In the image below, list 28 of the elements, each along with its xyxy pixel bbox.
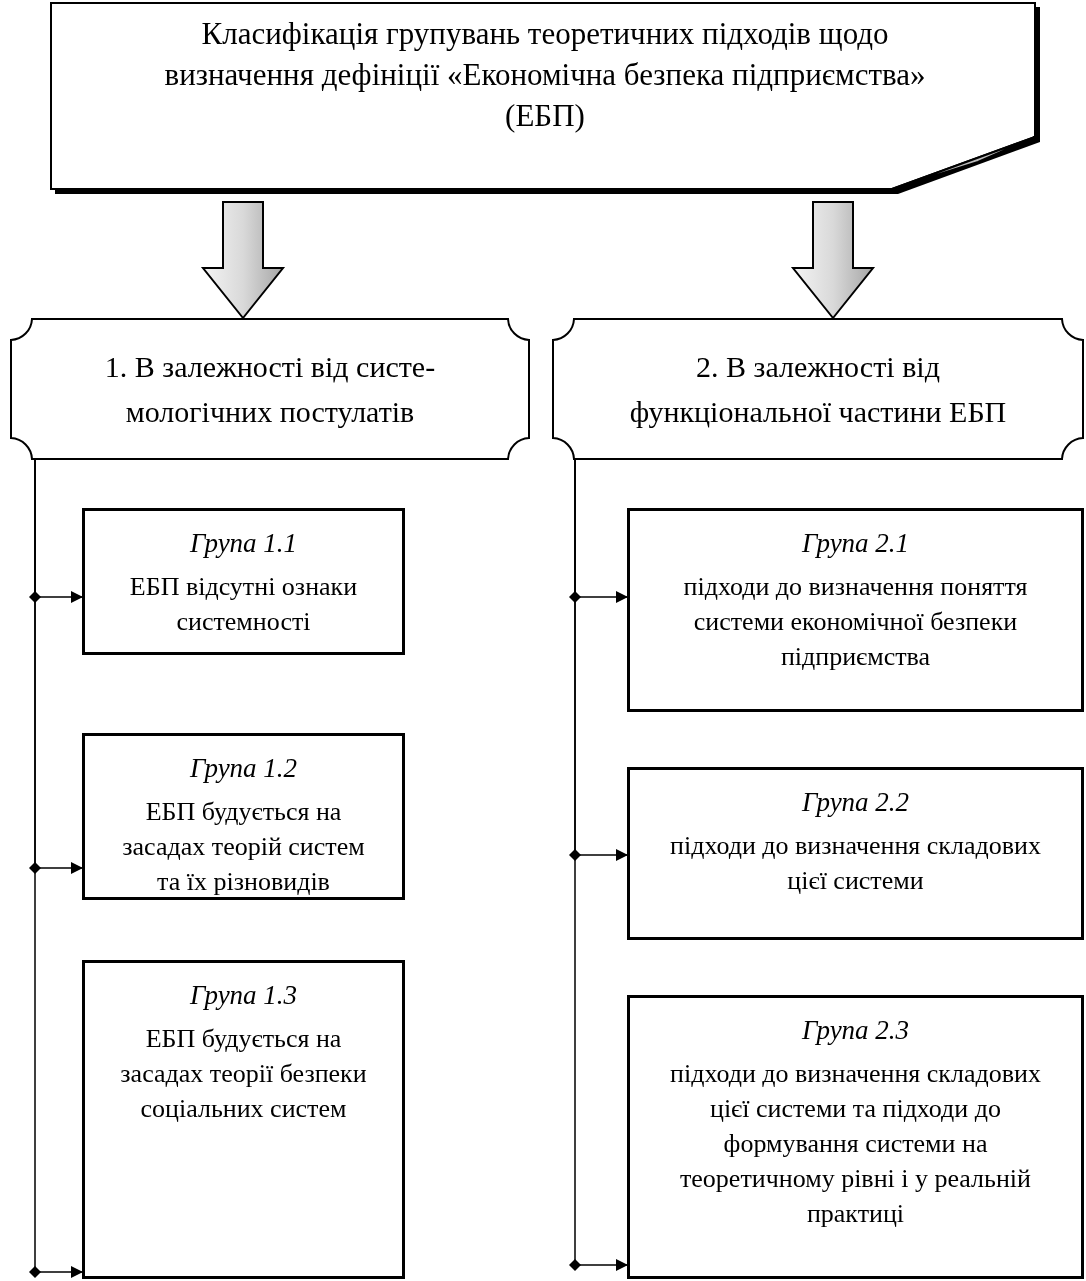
group-heading: Група 1.1: [189, 527, 298, 560]
title-box: [50, 2, 1040, 194]
category-title: 2. В залежності від функціональної частини ЕБП: [628, 349, 1008, 430]
group-heading: Група 1.2: [189, 752, 298, 785]
block-arrow: [790, 201, 876, 320]
group-description: підходи до визначення складових цієї системи та підходи до формування системи на теоретичному рівні і у реальній практиці: [669, 1057, 1042, 1231]
category-banner: [10, 318, 530, 460]
connector-arrow: [34, 459, 83, 1278]
block-arrow: [200, 201, 286, 320]
group-box: [82, 733, 405, 900]
category-title: 1. В залежності від систе-мологічних постулатів: [103, 349, 437, 430]
group-box: [82, 508, 405, 655]
group-heading: Група 2.3: [801, 1014, 910, 1047]
group-description: підходи до визначення складових цієї системи: [669, 829, 1042, 897]
group-box: [627, 508, 1084, 712]
group-heading: Група 2.2: [801, 786, 910, 819]
group-box: [627, 995, 1084, 1279]
category-banner: [552, 318, 1084, 460]
group-heading: Група 1.3: [189, 979, 298, 1012]
group-description: підходи до визначення поняття системи економічної безпеки підприємства: [682, 570, 1029, 673]
group-description: ЕБП будується на засадах теорій систем та їх різновидів: [121, 795, 366, 898]
group-box: [82, 960, 405, 1279]
group-heading: Група 2.1: [801, 527, 910, 560]
title-text: Класифікація групувань теоретичних підходів щодо визначення дефініції «Економічна безпека підприємства» (ЕБП): [163, 15, 927, 135]
group-description: ЕБП будується на засадах теорії безпеки соціальних систем: [119, 1022, 368, 1125]
connector-arrow: [574, 459, 628, 1271]
group-description: ЕБП відсутні ознаки системності: [128, 570, 359, 638]
group-box: [627, 767, 1084, 940]
